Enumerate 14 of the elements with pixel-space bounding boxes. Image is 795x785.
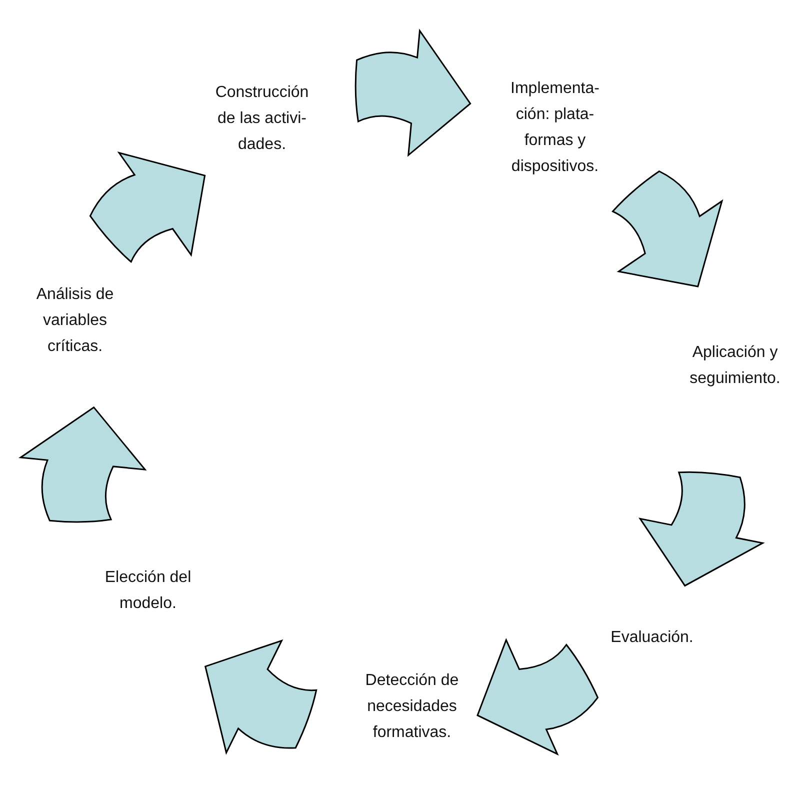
block-arrow (612, 170, 723, 288)
step-label: Detección de necesidades formativas. (352, 668, 472, 746)
block-arrow (89, 152, 206, 263)
step-label: Aplicación y seguimiento. (675, 340, 795, 392)
block-arrow (639, 471, 764, 586)
block-arrow (204, 640, 318, 754)
step-label: Construcción de las activi-dades. (212, 80, 312, 158)
step-label: Análisis de variables críticas. (19, 282, 131, 360)
step-label: Evaluación. (602, 625, 702, 651)
step-label: Elección del modelo. (92, 565, 204, 617)
block-arrow (20, 406, 146, 523)
block-arrow (354, 30, 472, 156)
step-label: Implementa-ción: plata-formas y dispositivos. (495, 76, 615, 180)
block-arrow (476, 639, 598, 755)
